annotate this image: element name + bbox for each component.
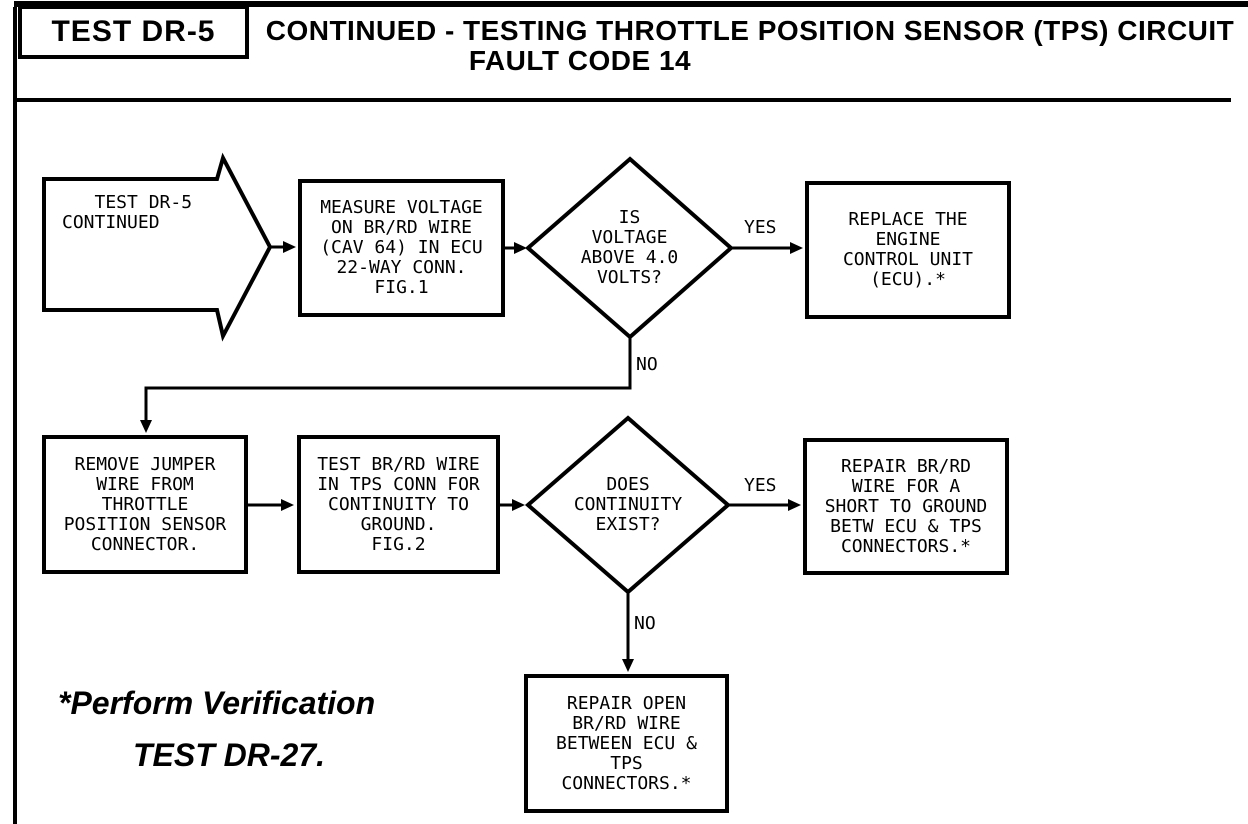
no-label-2: NO xyxy=(634,613,656,634)
test-id-box: TEST DR-5 xyxy=(18,5,249,59)
test-id-label: TEST DR-5 xyxy=(51,15,216,48)
start-arrow-shape xyxy=(42,152,273,342)
arrowhead xyxy=(140,420,152,433)
connector-decision1-no xyxy=(144,337,632,420)
page-title-line2: FAULT CODE 14 xyxy=(468,45,692,76)
decision-continuity-label: DOES CONTINUITY EXIST? xyxy=(573,474,683,535)
start-node-label: TEST DR-5 CONTINUED xyxy=(62,192,193,233)
footnote-line1: *Perform Verification xyxy=(58,685,376,721)
left-border-bar xyxy=(13,7,17,824)
step-repair-open-box: REPAIR OPEN BR/RD WIRE BETWEEN ECU & TPS… xyxy=(524,674,729,813)
arrowhead xyxy=(512,499,525,511)
page-title-line1: CONTINUED - TESTING THROTTLE POSITION SE… xyxy=(265,15,1235,46)
arrowhead xyxy=(790,242,803,254)
decision-voltage-label: IS VOLTAGE ABOVE 4.0 VOLTS? xyxy=(580,207,679,288)
step-replace-ecu-box: REPLACE THE ENGINE CONTROL UNIT (ECU).* xyxy=(805,181,1011,319)
top-border-bar xyxy=(14,1,1248,7)
arrowhead xyxy=(514,242,527,254)
yes-label-2: YES xyxy=(744,475,777,496)
step-test-wire-box: TEST BR/RD WIRE IN TPS CONN FOR CONTINUI… xyxy=(297,435,500,574)
arrowhead xyxy=(281,499,294,511)
step-repair-short-box: REPAIR BR/RD WIRE FOR A SHORT TO GROUND … xyxy=(803,438,1009,575)
yes-label-1: YES xyxy=(744,217,777,238)
no-label-1: NO xyxy=(636,354,658,375)
footnote-line2: TEST DR-27. xyxy=(133,737,326,773)
arrowhead xyxy=(622,659,634,672)
step-measure-voltage-box: MEASURE VOLTAGE ON BR/RD WIRE (CAV 64) I… xyxy=(298,179,505,317)
header-separator-line xyxy=(14,98,1231,102)
arrowhead xyxy=(283,241,296,253)
arrowhead xyxy=(788,499,801,511)
step-remove-jumper-box: REMOVE JUMPER WIRE FROM THROTTLE POSITIO… xyxy=(42,435,248,574)
